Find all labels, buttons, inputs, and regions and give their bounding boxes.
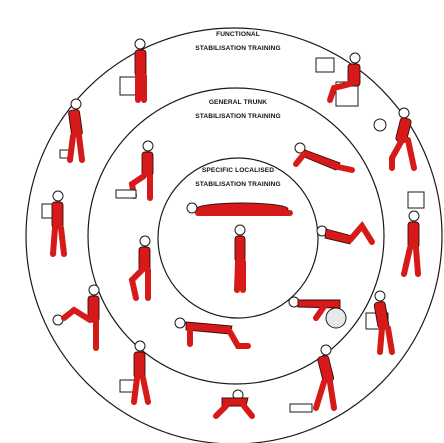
figure-outer-kicking bbox=[53, 285, 99, 348]
figure-outer-vacuuming bbox=[290, 345, 334, 412]
bag-icon bbox=[120, 380, 134, 392]
inner-ring-title-line1: SPECIFIC LOCALISED bbox=[202, 167, 274, 174]
middle-ring-title-line1: GENERAL TRUNK bbox=[209, 99, 267, 106]
ball-icon bbox=[374, 119, 386, 131]
inner-ring-title-line2: STABILISATION TRAINING bbox=[195, 181, 280, 188]
figure-outer-throwing bbox=[374, 108, 414, 168]
overhead-box-icon bbox=[408, 192, 424, 208]
figure-inner-standing bbox=[235, 225, 245, 290]
figure-inner-prone-lying bbox=[187, 203, 290, 215]
outer-ring-title-line2: STABILISATION TRAINING bbox=[195, 45, 280, 52]
figure-outer-sweeping bbox=[60, 99, 83, 160]
step-box-icon bbox=[116, 190, 136, 198]
outer-ring-title-line1: FUNCTIONAL bbox=[216, 31, 260, 38]
figure-outer-carrying-tray bbox=[42, 191, 64, 254]
figure-middle-four-point bbox=[175, 318, 248, 346]
figure-outer-overhead-lift bbox=[404, 192, 424, 274]
figure-middle-step-up-box bbox=[116, 141, 153, 198]
computer-monitor-icon bbox=[316, 58, 334, 72]
middle-ring-title-line2: STABILISATION TRAINING bbox=[195, 113, 280, 120]
exercise-ball-icon bbox=[326, 308, 346, 328]
figure-outer-seated-computer bbox=[316, 53, 360, 106]
vacuum-icon bbox=[290, 404, 312, 412]
figure-outer-carrying-bag bbox=[120, 341, 148, 402]
figure-middle-plank bbox=[295, 143, 352, 170]
figure-middle-supine bbox=[317, 226, 372, 244]
figure-outer-crawling bbox=[216, 390, 252, 416]
figure-middle-ball-bridge bbox=[289, 297, 346, 328]
figure-outer-lifting-box bbox=[120, 39, 146, 100]
figure-middle-step-up bbox=[132, 236, 150, 298]
